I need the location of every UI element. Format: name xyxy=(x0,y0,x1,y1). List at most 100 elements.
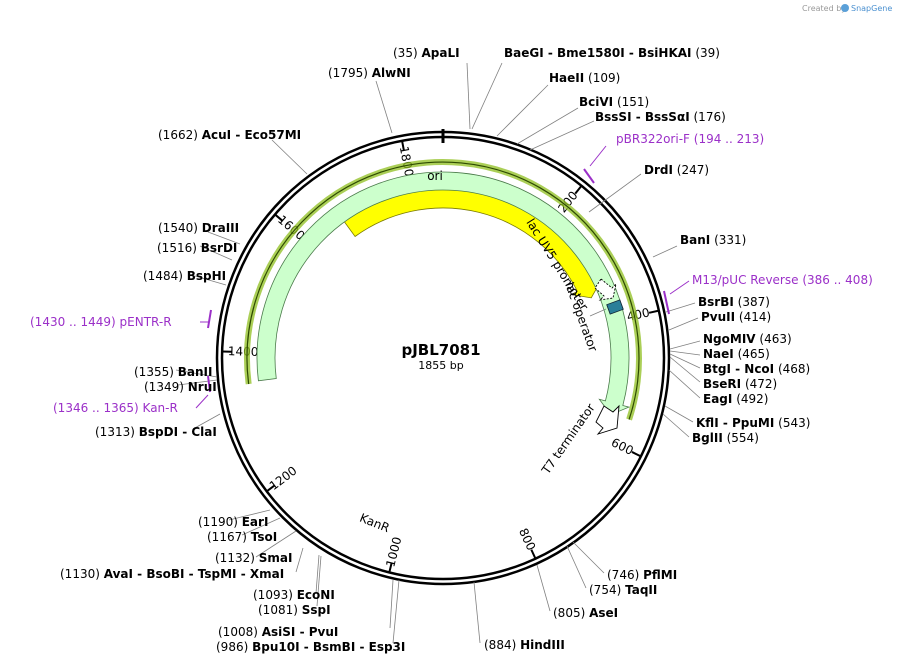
site-leader xyxy=(471,62,503,130)
site-enzyme-name: TaqII xyxy=(625,583,657,597)
site-enzyme-name: EcoNI xyxy=(297,588,335,602)
kanr-feature-arrow[interactable] xyxy=(256,171,631,416)
restriction-site-label[interactable]: (1081) SspI xyxy=(258,603,331,617)
site-enzyme-name: BseRI xyxy=(703,377,741,391)
ruler-tick xyxy=(574,185,583,195)
ruler-tick-label: 800 xyxy=(516,526,538,553)
snapgene-credit: Created by SnapGene xyxy=(802,4,892,13)
restriction-site-label[interactable]: EagI (492) xyxy=(703,392,768,406)
site-position: (247) xyxy=(677,163,709,177)
ruler-tick xyxy=(274,213,284,222)
site-enzyme-name: BtgI - NcoI xyxy=(703,362,774,376)
site-position: (1132) xyxy=(215,551,255,565)
primer-range: (194 .. 213) xyxy=(694,132,764,146)
site-leader xyxy=(207,231,241,245)
site-position: (1484) xyxy=(143,269,183,283)
lac-operator-glyph[interactable] xyxy=(606,299,624,315)
primer-leader xyxy=(669,280,690,295)
restriction-site-label[interactable]: (1167) TsoI xyxy=(207,530,277,544)
restriction-site-label[interactable]: (1795) AlwNI xyxy=(328,66,411,80)
site-leader xyxy=(271,139,308,175)
restriction-site-label[interactable]: (35) ApaLI xyxy=(393,46,460,60)
ruler-tick-label: 1000 xyxy=(383,535,404,568)
primer-label[interactable]: M13/pUC Reverse (386 .. 408) xyxy=(692,273,873,287)
restriction-site-label[interactable]: NaeI (465) xyxy=(703,347,770,361)
site-enzyme-name: NaeI xyxy=(703,347,734,361)
restriction-site-label[interactable]: (805) AseI xyxy=(553,606,618,620)
site-leader xyxy=(375,80,393,134)
restriction-site-label[interactable]: (754) TaqII xyxy=(589,583,657,597)
restriction-site-label[interactable]: (1313) BspDI - ClaI xyxy=(95,425,217,439)
site-leader xyxy=(316,555,322,607)
site-enzyme-name: HaeII xyxy=(549,71,584,85)
restriction-site-label[interactable]: BanI (331) xyxy=(680,233,746,247)
restriction-site-label[interactable]: (1008) AsiSI - PvuI xyxy=(218,625,338,639)
restriction-site-label[interactable]: (1093) EcoNI xyxy=(253,588,335,602)
restriction-site-label[interactable]: BsrBI (387) xyxy=(698,295,770,309)
restriction-site-label[interactable]: PvuII (414) xyxy=(701,310,771,324)
site-enzyme-name: SspI xyxy=(302,603,331,617)
ruler-tick-label: 1400 xyxy=(228,344,259,359)
site-enzyme-name: BsrBI xyxy=(698,295,734,309)
kanr-label: KanR xyxy=(358,511,392,536)
ruler-tick xyxy=(648,309,660,314)
restriction-site-label[interactable]: (1190) EarI xyxy=(198,515,268,529)
site-position: (805) xyxy=(553,606,585,620)
restriction-site-label[interactable]: BseRI (472) xyxy=(703,377,777,391)
site-leader xyxy=(669,353,701,369)
site-enzyme-name: AseI xyxy=(589,606,618,620)
primer-label[interactable]: (1430 .. 1449) pENTR-R xyxy=(30,315,172,329)
restriction-site-label[interactable]: (1484) BspHI xyxy=(143,269,226,283)
restriction-site-label[interactable]: (1349) NruI xyxy=(144,380,217,394)
restriction-site-label[interactable]: KflI - PpuMI (543) xyxy=(696,416,810,430)
restriction-site-label[interactable]: (1540) DraIII xyxy=(158,221,239,235)
site-position: (35) xyxy=(393,46,418,60)
restriction-site-label[interactable]: BciVI (151) xyxy=(579,95,649,109)
ori-label: ori xyxy=(427,169,443,183)
site-enzyme-name: NruI xyxy=(188,380,217,394)
primer-mark xyxy=(207,375,211,393)
primer-label[interactable]: (1346 .. 1365) Kan-R xyxy=(53,401,178,415)
site-position: (151) xyxy=(617,95,649,109)
site-position: (1355) xyxy=(134,365,174,379)
restriction-site-label[interactable]: BaeGI - Bme1580I - BsiHKAI (39) xyxy=(504,46,720,60)
restriction-site-label[interactable]: BssSI - BssSαI (176) xyxy=(595,110,726,124)
primer-label[interactable]: pBR322ori-F (194 .. 213) xyxy=(616,132,764,146)
restriction-site-label[interactable]: (1130) AvaI - BsoBI - TspMI - XmaI xyxy=(60,567,284,581)
site-leader xyxy=(588,173,642,213)
ruler-tick xyxy=(388,562,393,573)
restriction-site-label[interactable]: (1355) BanII xyxy=(134,365,212,379)
restriction-site-label[interactable]: (1516) BsrDI xyxy=(157,241,237,255)
ruler-tick xyxy=(631,451,642,458)
restriction-site-label[interactable]: (884) HindIII xyxy=(484,638,565,652)
site-enzyme-name: EarI xyxy=(242,515,269,529)
site-enzyme-name: BanI xyxy=(680,233,710,247)
restriction-site-label[interactable]: BtgI - NcoI (468) xyxy=(703,362,810,376)
restriction-site-label[interactable]: NgoMIV (463) xyxy=(703,332,792,346)
restriction-site-label[interactable]: BglII (554) xyxy=(692,431,759,445)
site-enzyme-name: NgoMIV xyxy=(703,332,756,346)
primer-range: (386 .. 408) xyxy=(802,273,872,287)
site-leader xyxy=(315,554,320,594)
restriction-site-label[interactable]: (746) PflMI xyxy=(607,568,677,582)
site-leader xyxy=(665,302,696,313)
restriction-site-label[interactable]: (1662) AcuI - Eco57MI xyxy=(158,128,301,142)
lac-promoter-glyph[interactable] xyxy=(594,278,617,301)
restriction-site-label[interactable]: HaeII (109) xyxy=(549,71,620,85)
restriction-site-label[interactable]: (986) Bpu10I - BsmBI - Esp3I xyxy=(216,640,405,654)
primer-name: pBR322ori-F xyxy=(616,132,690,146)
site-enzyme-name: AsiSI - PvuI xyxy=(262,625,339,639)
t7-terminator-label: T7 terminator xyxy=(538,401,597,478)
restriction-site-label[interactable]: DrdI (247) xyxy=(644,163,709,177)
site-leader xyxy=(389,579,394,629)
restriction-site-label[interactable]: (1132) SmaI xyxy=(215,551,292,565)
site-leader xyxy=(516,107,579,145)
t7-terminator-glyph[interactable] xyxy=(595,404,620,435)
site-position: (1349) xyxy=(144,380,184,394)
site-enzyme-name: PvuII xyxy=(701,310,735,324)
site-position: (754) xyxy=(589,583,621,597)
site-leader xyxy=(668,317,699,331)
site-leader xyxy=(662,413,690,438)
ruler-tick xyxy=(266,484,276,493)
